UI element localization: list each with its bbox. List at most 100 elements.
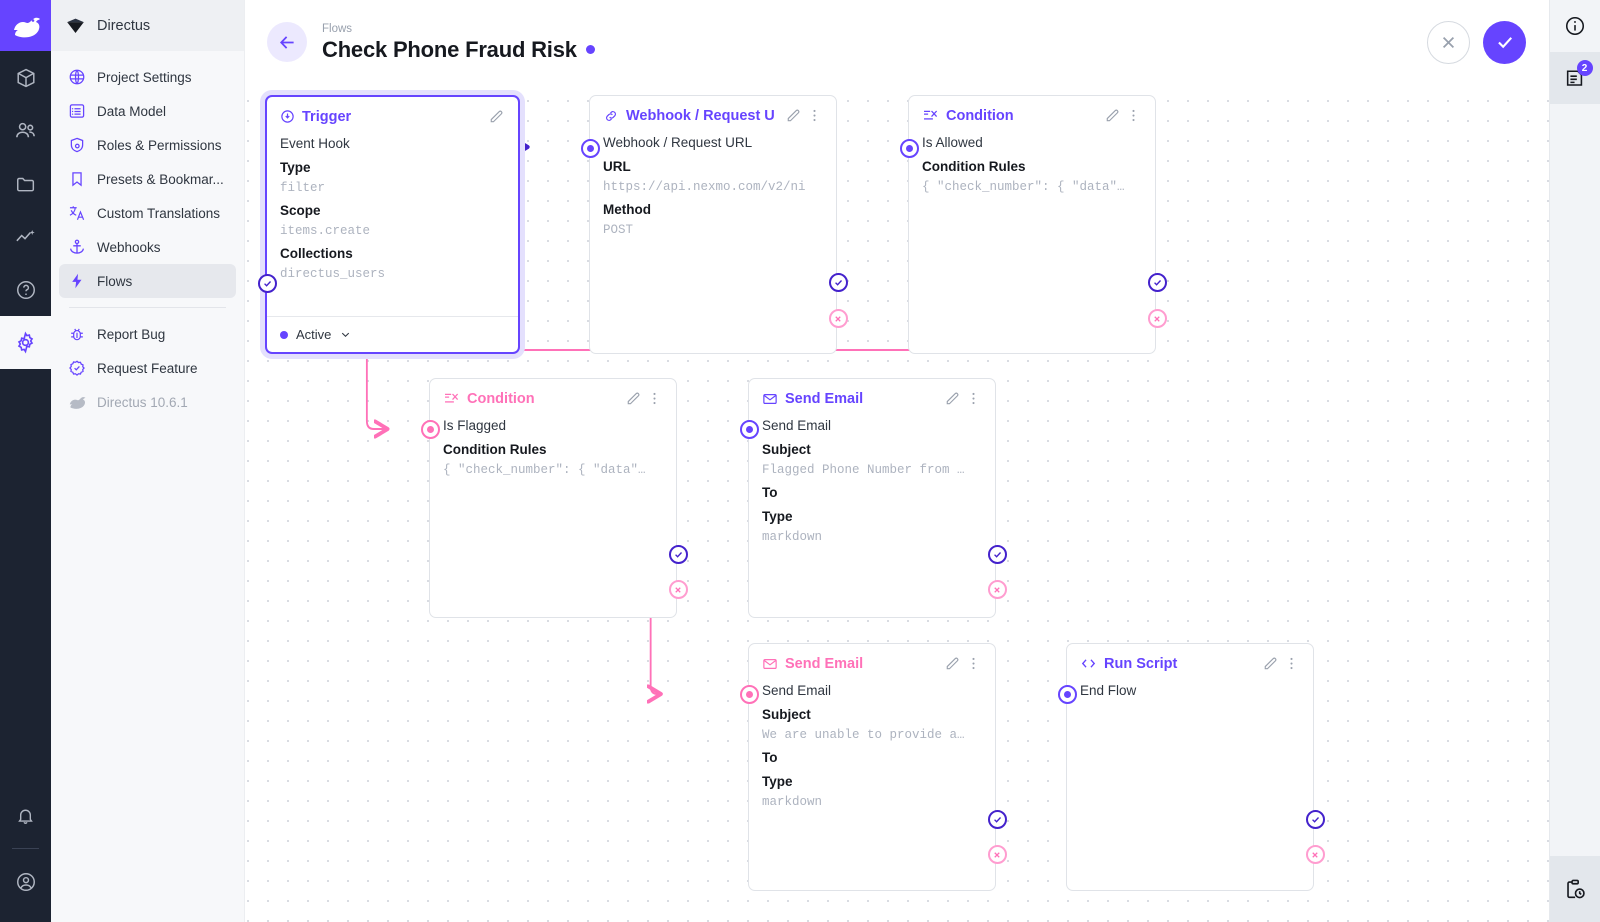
node-type-text: Send Email: [785, 655, 864, 672]
port-reject[interactable]: [828, 309, 848, 328]
trigger-status-dropdown[interactable]: Active: [267, 316, 518, 352]
node-field-key: Type: [762, 774, 793, 789]
breadcrumb[interactable]: Flows: [322, 22, 353, 35]
node-header-actions: [1262, 655, 1300, 672]
flow-node-condition-flagged[interactable]: Condition Is Flagged Condition Rules: [420, 378, 688, 618]
sidebar-item-request-feature[interactable]: Request Feature: [59, 351, 236, 385]
edit-pencil-icon[interactable]: [1104, 107, 1121, 124]
back-button[interactable]: [267, 22, 307, 62]
more-options-icon[interactable]: [646, 390, 663, 407]
flow-logs-button[interactable]: 2: [1549, 52, 1600, 104]
sidebar-item-roles-permissions[interactable]: Roles & Permissions: [59, 128, 236, 162]
rail-item-help[interactable]: [0, 263, 51, 316]
flow-node-trigger[interactable]: Trigger Event Hook Type filter Scope ite…: [257, 95, 520, 354]
sidebar-item-label: Report Bug: [97, 326, 166, 342]
node-field-value: items.create: [280, 224, 371, 238]
settings-sidebar: Directus Project Settings Data Model Rol…: [51, 0, 245, 922]
sidebar-header-title: Directus: [97, 17, 151, 34]
port-resolve[interactable]: [257, 274, 277, 293]
sidebar-item-label: Request Feature: [97, 360, 198, 376]
node-type-label: Send Email: [762, 391, 937, 407]
activity-log-button[interactable]: [1549, 856, 1600, 922]
port-reject[interactable]: [987, 845, 1007, 864]
node-name: Is Allowed: [922, 135, 983, 150]
rail-item-notifications[interactable]: [0, 789, 51, 842]
port-reject[interactable]: [987, 580, 1007, 599]
rail-item-content[interactable]: [0, 51, 51, 104]
node-header-actions: [488, 108, 505, 125]
flow-node-condition-allowed[interactable]: Condition Is Allowed Condition Rules: [899, 95, 1167, 354]
directus-logo[interactable]: [0, 0, 51, 51]
directus-gem-icon: [67, 18, 84, 33]
cancel-button[interactable]: [1427, 20, 1470, 64]
flow-canvas[interactable]: Trigger Event Hook Type filter Scope ite…: [245, 84, 1549, 922]
port-resolve[interactable]: [987, 810, 1007, 829]
node-header: Condition: [430, 379, 676, 410]
port-reject[interactable]: [668, 580, 688, 599]
port-resolve[interactable]: [1147, 273, 1167, 292]
more-options-icon[interactable]: [965, 390, 982, 407]
more-options-icon[interactable]: [1283, 655, 1300, 672]
more-options-icon[interactable]: [965, 655, 982, 672]
node-field-key: To: [762, 750, 778, 765]
save-button[interactable]: [1483, 20, 1526, 64]
port-reject[interactable]: [1147, 309, 1167, 328]
code-brackets-icon: [1081, 659, 1096, 668]
logs-badge: 2: [1576, 60, 1593, 76]
node-header: Send Email: [749, 379, 995, 410]
edit-pencil-icon[interactable]: [1262, 655, 1279, 672]
rail-item-file-library[interactable]: [0, 157, 51, 210]
sidebar-item-project-settings[interactable]: Project Settings: [59, 60, 236, 94]
more-options-icon[interactable]: [806, 107, 823, 124]
node-header: Condition: [909, 96, 1155, 127]
port-reject[interactable]: [1305, 845, 1325, 864]
node-header-actions: [944, 390, 982, 407]
sidebar-item-presets-bookmarks[interactable]: Presets & Bookmar...: [59, 162, 236, 196]
sidebar-item-webhooks[interactable]: Webhooks: [59, 230, 236, 264]
edit-pencil-icon[interactable]: [625, 390, 642, 407]
sidebar-item-flows[interactable]: Flows: [59, 264, 236, 298]
sidebar-item-data-model[interactable]: Data Model: [59, 94, 236, 128]
port-input[interactable]: [420, 420, 440, 439]
check-badge-icon: [67, 359, 86, 378]
sidebar-item-report-bug[interactable]: Report Bug: [59, 317, 236, 351]
port-input[interactable]: [899, 139, 919, 158]
node-type-label: Run Script: [1080, 656, 1255, 672]
folder-icon: [16, 177, 34, 191]
port-resolve[interactable]: [828, 273, 848, 292]
rail-item-settings[interactable]: [0, 316, 51, 369]
rail-item-user-account[interactable]: [0, 855, 51, 908]
port-input[interactable]: [739, 685, 759, 704]
node-type-text: Trigger: [302, 108, 352, 125]
node-field-value: POST: [603, 223, 634, 237]
rail-bottom-group: [0, 789, 51, 922]
edit-pencil-icon[interactable]: [944, 655, 961, 672]
port-input[interactable]: [739, 420, 759, 439]
node-field-value: https://api.nexmo.com/v2/ni: [603, 180, 806, 194]
flow-info-button[interactable]: [1550, 0, 1600, 52]
port-resolve[interactable]: [1305, 810, 1325, 829]
sidebar-item-custom-translations[interactable]: Custom Translations: [59, 196, 236, 230]
flow-node-send-email-flagged[interactable]: Send Email Send Email Subject Flagged: [739, 378, 1007, 618]
flow-node-webhook[interactable]: Webhook / Request U Webhook / Request UR…: [580, 95, 848, 354]
edit-pencil-icon[interactable]: [488, 108, 505, 125]
rail-item-insights[interactable]: [0, 210, 51, 263]
port-input[interactable]: [1057, 685, 1077, 704]
info-circle-icon: [1565, 16, 1585, 36]
edit-pencil-icon[interactable]: [785, 107, 802, 124]
flow-node-send-email-unable[interactable]: Send Email Send Email Subject We are: [739, 643, 1007, 891]
more-options-icon[interactable]: [1125, 107, 1142, 124]
node-name: Send Email: [762, 418, 832, 433]
node-body: Send Email Subject We are unable to prov…: [749, 675, 995, 823]
port-resolve[interactable]: [987, 545, 1007, 564]
anchor-icon: [67, 238, 86, 257]
node-field-value: directus_users: [280, 267, 386, 281]
flow-node-run-script[interactable]: Run Script End Flow: [1057, 643, 1325, 891]
port-input[interactable]: [580, 139, 600, 158]
port-resolve[interactable]: [668, 545, 688, 564]
node-header-actions: [785, 107, 823, 124]
sidebar-item-label: Directus 10.6.1: [97, 394, 188, 410]
edit-pencil-icon[interactable]: [944, 390, 961, 407]
rail-item-user-directory[interactable]: [0, 104, 51, 157]
page-title: Check Phone Fraud Risk: [322, 36, 577, 62]
